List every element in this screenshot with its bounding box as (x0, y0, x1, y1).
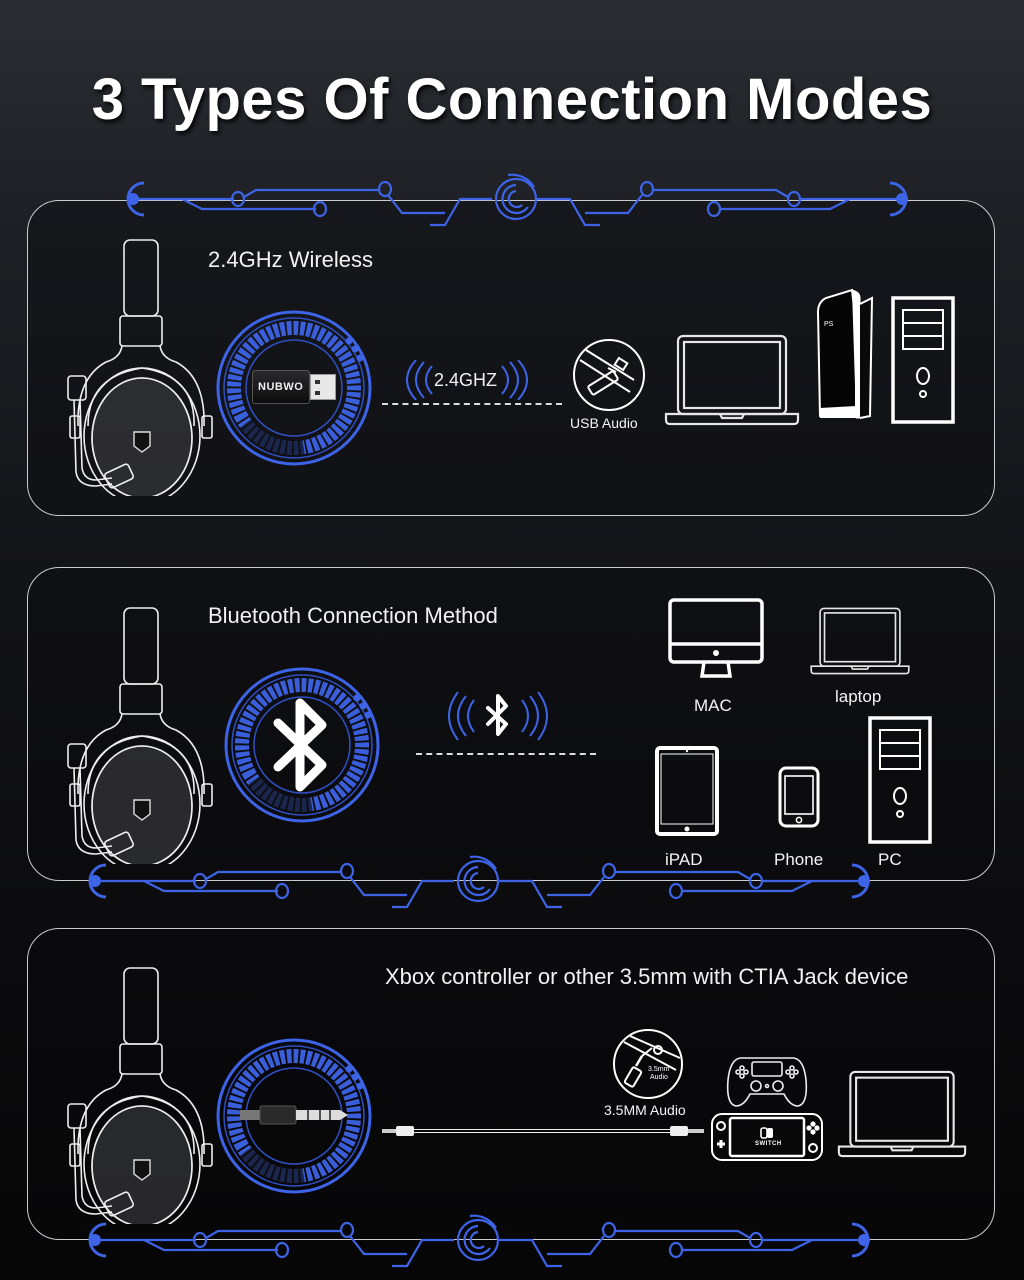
audio-cable (382, 1126, 712, 1136)
dongle-brand: NUBWO (258, 381, 304, 393)
gamepad-icon (726, 1057, 808, 1107)
headset-icon (67, 607, 213, 864)
audio-jack-icon (240, 1105, 348, 1125)
usb-plug (310, 374, 336, 400)
switch-logo-label: SWITCH (755, 1141, 782, 1147)
usb-dongle-icon: NUBWO (252, 370, 310, 404)
headset-icon (67, 239, 213, 496)
bluetooth-signal-icon (448, 691, 548, 741)
page-title: 3 Types Of Connection Modes (91, 67, 933, 132)
section-heading-wireless: 2.4GHz Wireless (208, 247, 374, 272)
laptop-icon (810, 607, 910, 675)
pc-tower-icon (891, 296, 955, 424)
section-heading-wired: Xbox controller or other 3.5mm with CTIA… (385, 964, 909, 989)
port-inner-label-1: 3.5mm (648, 1066, 670, 1073)
port-inner-label-2: Audio (650, 1074, 668, 1081)
laptop-icon (837, 1070, 967, 1158)
circuit-decoration-middle (87, 855, 872, 909)
headset-icon (67, 967, 213, 1224)
device-label-phone: Phone (774, 850, 824, 869)
circuit-decoration-bottom (87, 1214, 872, 1268)
ps5-console-icon: PS (816, 288, 874, 419)
connection-line-wireless (382, 403, 562, 405)
port-label-3.5mm-audio: 3.5MM Audio (604, 1102, 686, 1118)
section-heading-bluetooth: Bluetooth Connection Method (208, 603, 498, 628)
imac-icon (668, 598, 764, 678)
pc-tower-icon (868, 716, 932, 844)
connection-line-bluetooth (416, 753, 596, 755)
signal-waves-left-icon (406, 360, 433, 400)
circuit-decoration-top (125, 173, 910, 227)
usb-dongle-hub: NUBWO (214, 308, 374, 468)
port-label-usb-audio: USB Audio (570, 415, 638, 431)
nintendo-switch-icon: SWITCH (710, 1110, 824, 1164)
bluetooth-icon (273, 698, 327, 792)
bluetooth-hub (222, 665, 382, 825)
laptop-icon (664, 334, 800, 426)
signal-waves-right-icon (501, 360, 528, 400)
audio-port-icon: 3.5mm Audio (612, 1028, 684, 1100)
signal-label-2.4ghz: 2.4GHZ (434, 370, 498, 390)
device-label-pc: PC (878, 850, 902, 869)
audio-jack-hub (214, 1036, 374, 1196)
tablet-icon (655, 746, 719, 836)
usb-port-icon (573, 339, 645, 411)
device-label-laptop: laptop (835, 687, 882, 706)
device-label-ipad: iPAD (665, 850, 703, 869)
phone-icon (778, 766, 820, 828)
device-label-mac: MAC (694, 696, 732, 715)
svg-text:PS: PS (824, 321, 834, 328)
